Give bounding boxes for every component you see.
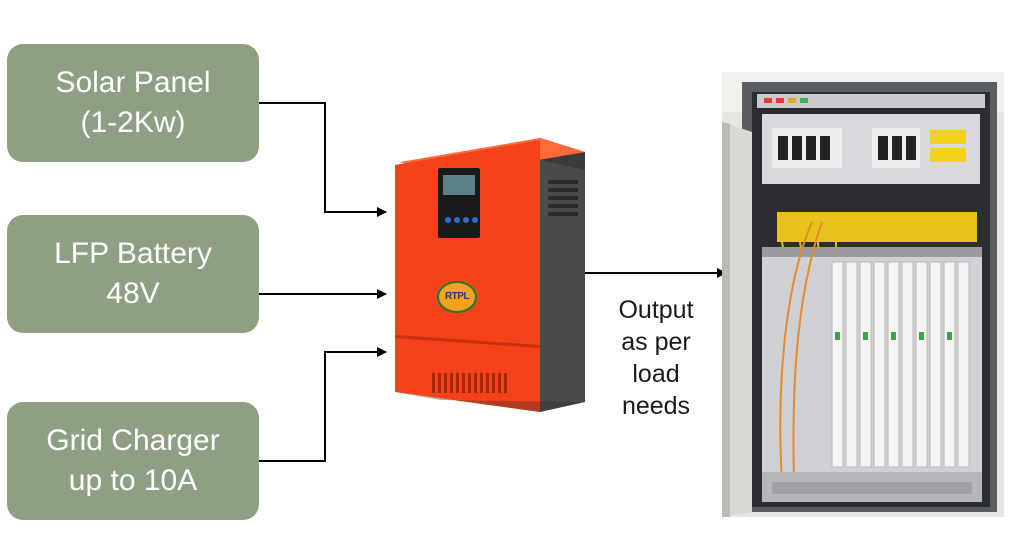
output-label-line-2: as per: [621, 328, 691, 356]
solar-panel-rating: (1-2Kw): [80, 106, 186, 139]
solar-panel-box: Solar Panel (1-2Kw): [7, 44, 259, 162]
lfp-battery-voltage: 48V: [106, 277, 160, 310]
output-label-line-3: load: [632, 360, 680, 388]
grid-charger-box: Grid Charger up to 10A: [7, 402, 259, 520]
output-label-line-1: Output: [618, 296, 694, 324]
grid-charger-label: Grid Charger: [46, 424, 220, 457]
lfp-battery-box: LFP Battery 48V: [7, 215, 259, 333]
output-label: Output as per load needs: [600, 294, 712, 422]
solar-panel-label: Solar Panel: [55, 66, 211, 99]
output-label-line-4: needs: [621, 392, 691, 420]
hybrid-inverter-image: [395, 138, 585, 412]
lfp-battery-label: LFP Battery: [54, 237, 212, 270]
rtpl-logo: RTPL: [437, 281, 477, 313]
grid-connector-arrow: [259, 347, 387, 462]
telecom-rack-image: [722, 72, 1004, 517]
grid-charger-rating: up to 10A: [68, 464, 198, 497]
solar-connector-arrow: [259, 102, 387, 217]
